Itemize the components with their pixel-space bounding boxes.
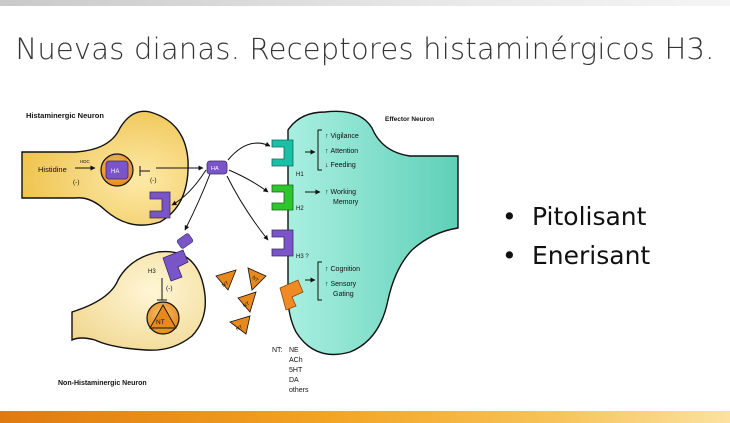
bullet-item-enerisant: • Enerisant — [502, 236, 650, 275]
nt-legend-ach: ACh — [289, 357, 303, 364]
h3-question-label: H3 ? — [296, 254, 309, 260]
ha-to-h1-arrow — [227, 141, 271, 161]
released-nt-group: NT NT NT NT — [215, 267, 267, 335]
bottom-decor-bar — [0, 411, 730, 423]
ha-label-vesicle: HA — [111, 169, 119, 175]
inhibit-label-histidine: (-) — [73, 179, 80, 186]
h1-effect-attention: ↑Attention — [325, 148, 358, 155]
effect-cognition: ↑Cognition — [325, 266, 360, 273]
ha-box-synapse — [206, 160, 228, 175]
ha-to-h3q-arrow — [226, 175, 269, 241]
nt-legend-ne: NE — [289, 347, 299, 354]
bullet-text: Pitolisant — [532, 202, 647, 231]
h1-effect-vigilance: ↑Vigilance — [325, 133, 359, 140]
nt-triangle-label-3: NT — [242, 301, 251, 310]
nt-legend-others: others — [289, 387, 309, 394]
drug-bullet-list: • Pitolisant • Enerisant — [502, 197, 650, 275]
h2-effect-working: ↑Working — [325, 189, 356, 196]
h2-label: H2 — [296, 206, 304, 212]
non-histaminergic-neuron-label: Non-Histaminergic Neuron — [58, 380, 147, 387]
bullet-item-pitolisant: • Pitolisant — [502, 197, 650, 236]
nt-legend-da: DA — [289, 377, 299, 384]
h1-effects-bracket — [317, 129, 322, 171]
nt-triangle-3 — [237, 291, 257, 313]
bullet-text: Enerisant — [532, 241, 651, 270]
slide-title: Nuevas dianas. Receptores histaminérgico… — [15, 32, 715, 66]
bullet-dot: • — [502, 202, 517, 231]
effect-sensory: ↑Sensory — [325, 281, 357, 288]
nt-legend-5ht: 5HT — [289, 367, 303, 374]
h1-effect-feeding: ↓Feeding — [325, 162, 356, 169]
effect-gating: Gating — [333, 291, 354, 298]
nt-triangle-2 — [247, 267, 267, 291]
nt-triangle-4 — [229, 315, 251, 335]
h2-receptor — [271, 184, 294, 211]
nt-legend-prefix: NT: — [272, 347, 283, 354]
h3-hetero-label: H3 — [148, 269, 156, 275]
ha-to-autoreceptor-arrow — [171, 169, 207, 206]
h3-heteroreceptor — [162, 249, 189, 282]
ha-box-vesicle — [105, 160, 129, 180]
top-decor-bar — [0, 0, 730, 6]
nt-triangle-label-2: NT — [250, 275, 259, 284]
bullet-dot: • — [502, 241, 517, 270]
nt-legend: NT: NE ACh 5HT DA others — [272, 347, 309, 394]
h1-receptor — [271, 139, 294, 167]
ha-to-heteroreceptor-arrow — [184, 173, 211, 231]
nt-triangle-label-1: NT — [221, 280, 230, 289]
nt-triangle-label-4: NT — [235, 324, 244, 333]
hdc-label: HDC — [80, 159, 90, 164]
h2-effect-memory: Memory — [333, 199, 359, 206]
ha-to-h2-arrow — [228, 169, 269, 193]
inhibit-label-autoreceptor: (-) — [150, 177, 157, 184]
h3-effects-bracket — [317, 261, 322, 301]
h3-question-receptor — [271, 229, 294, 257]
effector-neuron-label: Effector Neuron — [385, 116, 434, 123]
h1-label: H1 — [296, 172, 304, 178]
inhibit-label-hetero: (-) — [166, 285, 173, 292]
nt-receptor — [279, 279, 304, 311]
nt-vesicle-triangle — [149, 304, 177, 329]
nt-triangle-1 — [215, 269, 237, 291]
ha-box-heteroreceptor — [176, 233, 194, 249]
non-histaminergic-neuron-shape — [71, 250, 206, 351]
histaminergic-neuron-label: Histaminergic Neuron — [26, 111, 104, 120]
ha-label-synapse: HA — [211, 166, 219, 172]
histidine-label: Histidine — [38, 165, 67, 174]
effector-neuron-shape — [287, 110, 459, 356]
nt-vesicle-label: NT — [156, 319, 165, 326]
h3-autoreceptor — [149, 191, 171, 219]
